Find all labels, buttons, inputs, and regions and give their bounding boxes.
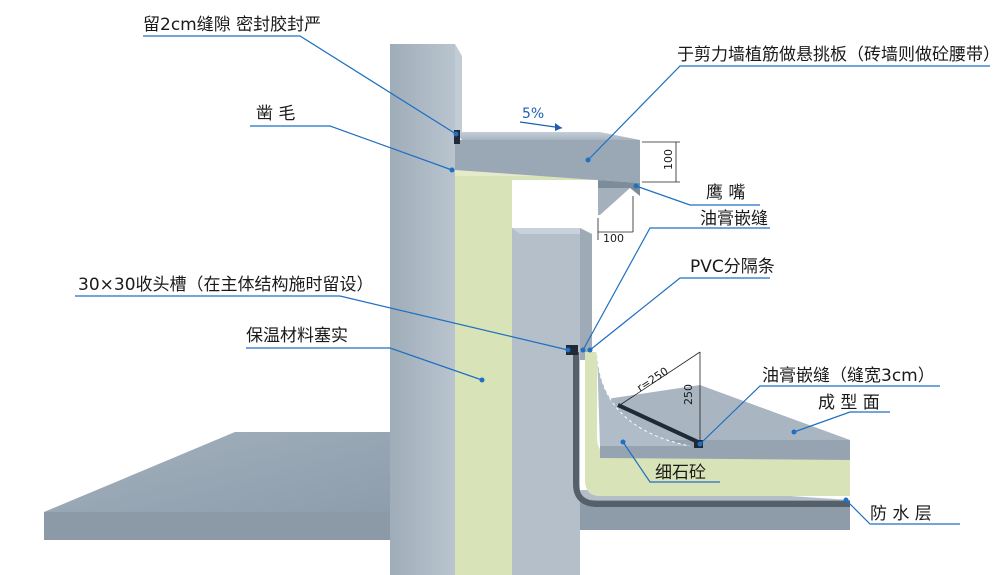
label-pvc: PVC分隔条 xyxy=(690,257,775,277)
leader-groove xyxy=(75,295,569,351)
label-waterproof: 防 水 层 xyxy=(870,504,932,524)
inner-parapet-side xyxy=(580,228,592,360)
leader-cantilever xyxy=(587,65,990,161)
leader-drip xyxy=(635,185,760,206)
cove-curve xyxy=(596,351,691,447)
leader-insulation-dot xyxy=(479,377,485,383)
leader-gap-seal xyxy=(143,35,457,135)
label-chisel: 凿 毛 xyxy=(256,104,295,124)
leader-gap-seal-dot xyxy=(453,131,459,137)
leader-insulation xyxy=(246,347,483,381)
leader-fine-concrete xyxy=(622,441,720,483)
waterproof-membrane xyxy=(573,352,850,507)
height-text: 250 xyxy=(682,384,695,405)
cantilever-underside xyxy=(598,188,630,215)
label-fine-concrete: 细石砼 xyxy=(655,463,706,483)
leader-forming-surface xyxy=(793,411,890,433)
leader-chisel-dot xyxy=(449,167,455,173)
leader-pvc xyxy=(589,277,770,351)
leader-waterproof xyxy=(845,499,960,525)
fine-concrete-layer xyxy=(585,352,850,496)
leader-sealant-joint xyxy=(582,227,770,351)
slope-text: 5% xyxy=(522,106,544,122)
leader-cantilever-dot xyxy=(585,157,591,163)
label-insulation: 保温材料塞实 xyxy=(246,326,348,346)
radius-line xyxy=(619,351,701,406)
radius-bar xyxy=(617,403,699,444)
label-cantilever: 于剪力墙植筋做悬挑板（砖墙则做砼腰带） xyxy=(677,45,999,65)
left-floor-slab xyxy=(44,432,390,520)
leader-forming-surface-dot xyxy=(791,429,797,435)
leader-sealant-joint-dot xyxy=(580,347,586,353)
label-sealant-width: 油膏嵌缝（缝宽3cm） xyxy=(762,365,935,386)
cove-fillet xyxy=(597,352,690,446)
left-floor-slab-front xyxy=(44,512,390,540)
label-sealant-joint: 油膏嵌缝 xyxy=(700,208,768,229)
label-drip: 鹰 嘴 xyxy=(706,183,745,203)
main-wall-side xyxy=(455,44,462,135)
leader-pvc-dot xyxy=(587,347,593,353)
leader-fine-concrete-dot xyxy=(620,439,626,445)
leader-groove-dot xyxy=(565,347,571,353)
label-gap-seal: 留2cm缝隙 密封胶封严 xyxy=(143,15,321,35)
forming-surface-top xyxy=(600,385,850,446)
leader-waterproof-dot xyxy=(843,497,849,503)
slab-thickness-text: 100 xyxy=(662,149,675,170)
leader-chisel xyxy=(250,125,453,171)
groove-sealant xyxy=(566,345,578,355)
main-wall xyxy=(390,44,455,575)
cantilever-slab-front xyxy=(455,140,640,183)
inner-parapet xyxy=(512,228,580,575)
wall-top-sealant xyxy=(454,130,460,144)
leader-drip-dot xyxy=(633,183,639,189)
drip-width-text: 100 xyxy=(603,232,624,245)
radius-text: r=250 xyxy=(635,365,671,395)
slope-arrowhead xyxy=(555,123,562,131)
label-groove: 30×30收头槽（在主体结构施时留设） xyxy=(78,275,374,295)
leader-sealant-width-dot xyxy=(697,441,703,447)
insulation-layer xyxy=(455,172,598,575)
right-floor-slab xyxy=(576,500,850,530)
label-forming-surface: 成 型 面 xyxy=(818,393,880,413)
inner-parapet-top xyxy=(512,228,592,234)
cantilever-slab-top xyxy=(455,132,640,140)
leader-sealant-width xyxy=(699,385,940,445)
